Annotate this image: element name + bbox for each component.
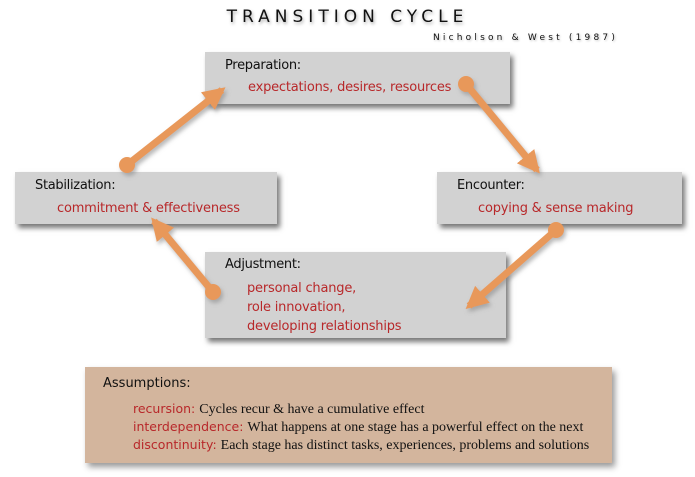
arrow-origin-dot bbox=[205, 284, 221, 300]
assumptions-heading: Assumptions: bbox=[103, 376, 191, 391]
assumption-term: interdependence: bbox=[133, 419, 244, 434]
assumption-text: Each stage has distinct tasks, experienc… bbox=[220, 438, 590, 453]
assumption-item: recursion:Cycles recur & have a cumulati… bbox=[133, 401, 424, 418]
stage-preparation: Preparation: expectations, desires, reso… bbox=[205, 52, 510, 104]
stage-heading: Encounter: bbox=[457, 178, 525, 193]
arrow-encounter-to-adjustment bbox=[465, 227, 559, 309]
diagram-title: TRANSITION CYCLE bbox=[226, 7, 469, 27]
stage-heading: Preparation: bbox=[225, 58, 301, 73]
assumption-term: discontinuity: bbox=[133, 437, 217, 452]
stage-adjustment: Adjustment: personal change, role innova… bbox=[205, 252, 506, 338]
arrow-preparation-to-encounter bbox=[463, 81, 540, 174]
stage-encounter: Encounter: copying & sense making bbox=[437, 172, 682, 224]
stage-stabilization: Stabilization: commitment & effectivenes… bbox=[15, 172, 277, 224]
arrow-stabilization-to-preparation bbox=[124, 87, 226, 168]
assumption-text: What happens at one stage has a powerful… bbox=[247, 420, 584, 435]
arrow-adjustment-to-stabilization bbox=[151, 217, 216, 295]
arrow-origin-dot bbox=[548, 222, 564, 238]
assumption-term: recursion: bbox=[133, 401, 196, 416]
stage-heading: Adjustment: bbox=[225, 257, 301, 272]
stage-text: expectations, desires, resources bbox=[248, 80, 452, 95]
stage-line: developing relationships bbox=[247, 319, 402, 334]
citation: Nicholson & West (1987) bbox=[433, 33, 619, 43]
stage-line: personal change, bbox=[247, 281, 357, 296]
stage-heading: Stabilization: bbox=[35, 178, 116, 193]
stage-text: commitment & effectiveness bbox=[57, 201, 240, 216]
assumption-text: Cycles recur & have a cumulative effect bbox=[199, 402, 425, 417]
arrow-origin-dot bbox=[458, 76, 474, 92]
assumption-item: interdependence:What happens at one stag… bbox=[133, 419, 583, 436]
assumptions-panel: Assumptions: recursion:Cycles recur & ha… bbox=[85, 367, 612, 463]
assumption-item: discontinuity:Each stage has distinct ta… bbox=[133, 437, 589, 454]
stage-line: role innovation, bbox=[247, 300, 346, 315]
stage-text: copying & sense making bbox=[478, 201, 634, 216]
arrow-origin-dot bbox=[119, 157, 135, 173]
stage-text: personal change, role innovation, develo… bbox=[247, 279, 402, 336]
